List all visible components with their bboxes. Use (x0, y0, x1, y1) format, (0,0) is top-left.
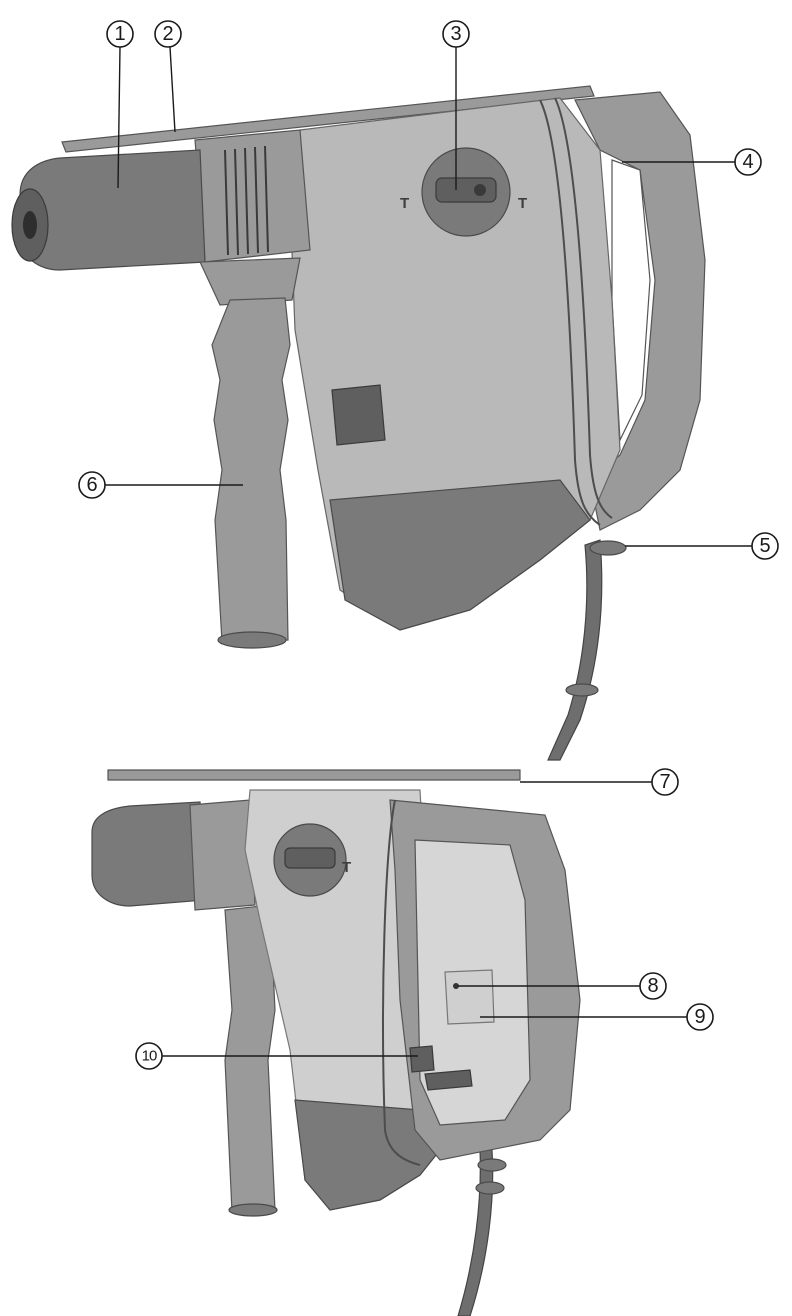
switch-mark-left: T (400, 195, 409, 212)
gear-collar (189, 799, 256, 911)
auxiliary-handle (211, 297, 291, 643)
callout-circle-7 (651, 768, 679, 796)
power-cord (547, 539, 603, 761)
rear-handle (574, 91, 706, 531)
callout-label-7: 7 (659, 771, 670, 793)
callout-circle-4 (734, 148, 762, 176)
depth-stop-rod (107, 769, 521, 781)
indicator-dot (453, 983, 459, 989)
mode-selector-switch: T T (400, 147, 527, 237)
leader-line-1 (117, 46, 121, 189)
callout-circle-3 (442, 20, 470, 48)
switch-mark-right: T (342, 859, 351, 876)
callout-circle-2 (154, 20, 182, 48)
chuck-bore (23, 211, 37, 239)
hammer-top-view: T T (11, 85, 706, 761)
callouts: 1 2 3 4 5 6 7 8 9 10 (78, 20, 779, 1070)
lock-button (409, 1045, 435, 1073)
callout-circle-1 (106, 20, 134, 48)
cord-ring (565, 683, 599, 697)
callout-circle-9 (686, 1003, 714, 1031)
auxiliary-handle-clamp (199, 257, 301, 306)
cord-ring (475, 1181, 505, 1195)
lower-housing (329, 479, 591, 631)
callout-circle-5 (751, 532, 779, 560)
cord-ring (477, 1158, 507, 1172)
auxiliary-handle-end (217, 631, 287, 649)
callout-label-6: 6 (86, 474, 97, 496)
callout-circle-6 (78, 471, 106, 499)
callout-label-3: 3 (450, 23, 461, 45)
trigger-block (424, 1069, 473, 1091)
callout-label-8: 8 (647, 975, 658, 997)
power-cord (457, 1149, 494, 1316)
switch-mark-right: T (518, 195, 527, 212)
callout-label-5: 5 (759, 535, 770, 557)
callout-circle-10 (135, 1042, 163, 1070)
collar-fins (224, 145, 269, 256)
housing-seam (539, 99, 601, 526)
leader-line-2 (169, 46, 176, 133)
callout-circle-8 (639, 972, 667, 1000)
housing-seam (382, 799, 421, 1166)
callout-label-2: 2 (162, 23, 173, 45)
housing-seam (554, 97, 613, 519)
callout-label-9: 9 (694, 1006, 705, 1028)
label-plate (444, 969, 495, 1025)
depth-stop-rod (61, 85, 595, 153)
cord-ring (589, 540, 627, 556)
callout-label-10: 10 (142, 1048, 157, 1065)
tool-holder-chuck (91, 801, 206, 907)
callout-label-1: 1 (114, 23, 125, 45)
tool-holder-chuck (19, 149, 206, 271)
hammer-bottom-view: T (91, 769, 581, 1316)
air-vent (331, 384, 386, 446)
callout-label-4: 4 (742, 151, 753, 173)
mode-selector-switch: T (273, 823, 351, 897)
auxiliary-handle-end (228, 1203, 278, 1217)
gear-collar (194, 129, 311, 263)
